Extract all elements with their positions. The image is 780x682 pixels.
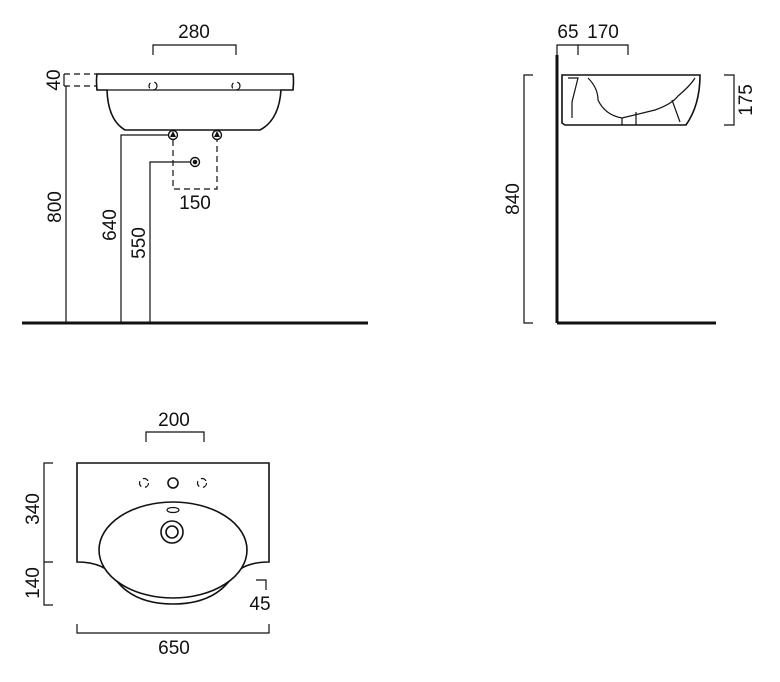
- front-view: 280 40 800 640 550 150: [22, 22, 368, 325]
- dim-150-bracket: [172, 140, 218, 190]
- dim-200-bracket: [145, 431, 205, 442]
- dim-280-label: 280: [178, 22, 210, 43]
- dim-170-label: 170: [587, 22, 619, 43]
- top-view: 200 340 140 45 650: [23, 410, 271, 659]
- front-tap-hole-left: [148, 81, 158, 91]
- dim-650-label: 650: [158, 638, 190, 659]
- dim-340-140-bracket: [43, 462, 53, 606]
- dim-175-label: 175: [736, 84, 757, 116]
- top-tap-hole-right: [196, 477, 208, 489]
- front-inlet-left: [167, 129, 179, 141]
- dim-840-bracket: [523, 74, 533, 324]
- top-tap-hole-left: [138, 477, 150, 489]
- dim-640-line: [120, 134, 168, 323]
- dim-650-bracket: [76, 624, 270, 634]
- dim-140-label: 140: [23, 567, 44, 599]
- dim-550-line: [149, 161, 190, 323]
- top-drain-inner: [165, 525, 179, 539]
- dim-65-label: 65: [557, 22, 578, 43]
- dim-200-label: 200: [158, 410, 190, 431]
- dim-640-label: 640: [100, 209, 121, 241]
- top-bowl-outline: [98, 501, 248, 599]
- front-basin-outline: [95, 73, 295, 131]
- front-inlet-right: [211, 129, 223, 141]
- dim-45-label: 45: [249, 594, 270, 615]
- dim-280-bracket: [152, 44, 237, 55]
- dim-340-label: 340: [23, 493, 44, 525]
- dim-175-bracket: [724, 74, 735, 126]
- side-basin-inner: [568, 77, 696, 119]
- dim-840-label: 840: [503, 183, 524, 215]
- top-tap-hole-center: [167, 477, 179, 489]
- side-view: 65 170 175 840: [503, 22, 757, 325]
- dim-550-label: 550: [129, 227, 150, 259]
- front-waste-outlet: [189, 156, 201, 168]
- dim-150-label: 150: [179, 193, 211, 214]
- top-overflow: [166, 506, 180, 514]
- front-tap-hole-right: [231, 81, 241, 91]
- dim-800-label: 800: [45, 191, 66, 223]
- side-basin-section: [561, 74, 701, 126]
- dim-40-label: 40: [44, 69, 65, 90]
- dim-65-170-bracket: [556, 44, 629, 55]
- dim-45-bracket: [256, 579, 267, 590]
